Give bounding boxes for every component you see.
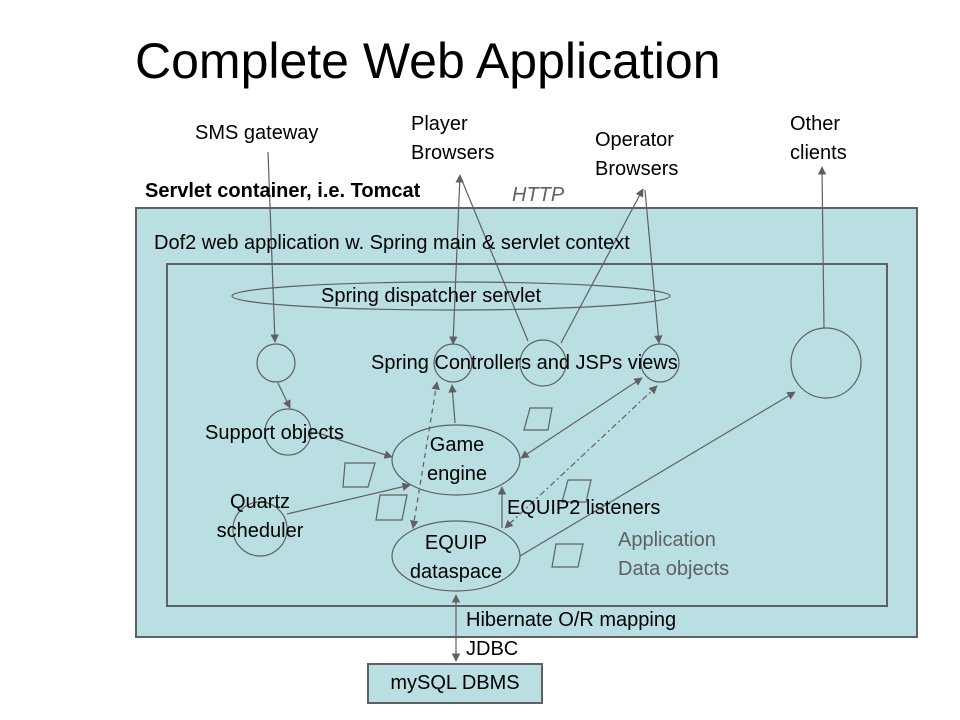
other-clients-line1: Other: [790, 113, 841, 135]
operator-browsers-label: Operator Browsers: [595, 126, 678, 184]
engine-controller3-line: [520, 377, 643, 459]
controller-circle-3: [640, 343, 680, 383]
http-label: HTTP: [512, 184, 565, 206]
data-object-icon: [375, 494, 408, 521]
other-clients-line2: clients: [790, 142, 847, 164]
equip-listeners-label: EQUIP2 listeners: [507, 497, 661, 519]
sms-node-circle: [256, 343, 296, 383]
player-link-line-2: [460, 177, 529, 342]
web-application-box: [166, 263, 888, 607]
other-clients-node-circle: [790, 327, 862, 399]
mysql-dbms-box: mySQL DBMS: [367, 663, 543, 704]
game-engine-line2: engine: [426, 463, 488, 485]
operator-browsers-line2: Browsers: [595, 158, 679, 180]
equip-dataspace-label: EQUIP dataspace: [400, 529, 512, 587]
equip-line1: EQUIP: [424, 532, 488, 554]
quartz-line1: Quartz: [229, 491, 291, 513]
support-to-engine-line: [317, 432, 393, 459]
support-objects-label: Support objects: [205, 422, 344, 444]
quartz-scheduler-circle: [232, 501, 288, 557]
other-clients-label: Other clients: [790, 110, 847, 168]
dispatcher-servlet-label: Spring dispatcher servlet: [321, 285, 542, 307]
game-engine-line1: Game: [429, 434, 485, 456]
other-clients-link-line: [817, 166, 827, 329]
quartz-scheduler-label: Quartz scheduler: [205, 488, 315, 546]
sms-to-support-line: [277, 382, 291, 409]
data-object-icon: [342, 462, 376, 488]
servlet-container-label: Servlet container, i.e. Tomcat: [145, 180, 421, 202]
operator-browsers-line1: Operator: [595, 129, 674, 151]
web-application-label: Dof2 web application w. Spring main & se…: [154, 232, 630, 254]
sms-link-line: [267, 151, 279, 343]
app-data-objects-line1: Application: [618, 529, 716, 551]
player-browsers-line1: Player: [411, 113, 468, 135]
app-data-objects-line2: Data objects: [618, 558, 730, 580]
page-title: Complete Web Application: [135, 33, 721, 89]
quartz-line2: scheduler: [216, 520, 304, 542]
data-object-icon: [523, 407, 553, 431]
jdbc-label: JDBC: [466, 638, 519, 660]
equip-line2: dataspace: [409, 561, 503, 583]
equip-controller3-dashed-line: [504, 385, 658, 529]
hibernate-label: Hibernate O/R mapping: [466, 609, 677, 631]
player-link-line: [449, 174, 464, 345]
operator-link-line: [560, 188, 644, 344]
engine-to-controller-line: [448, 384, 457, 424]
player-browsers-line2: Browsers: [411, 142, 495, 164]
equip-to-other-clients-line: [519, 391, 796, 557]
app-data-objects-label: Application Data objects: [618, 526, 729, 584]
game-engine-label: Game engine: [417, 431, 497, 489]
quartz-to-engine-line: [286, 482, 411, 515]
player-browsers-label: Player Browsers: [411, 110, 494, 168]
data-object-icon: [551, 543, 584, 568]
sms-gateway-label: SMS gateway: [195, 122, 319, 144]
controllers-label: Spring Controllers and JSPs views: [371, 352, 678, 374]
support-objects-circle: [264, 408, 312, 456]
operator-link-line-2: [644, 189, 663, 344]
controller-equip-dashed-line: [410, 381, 440, 529]
